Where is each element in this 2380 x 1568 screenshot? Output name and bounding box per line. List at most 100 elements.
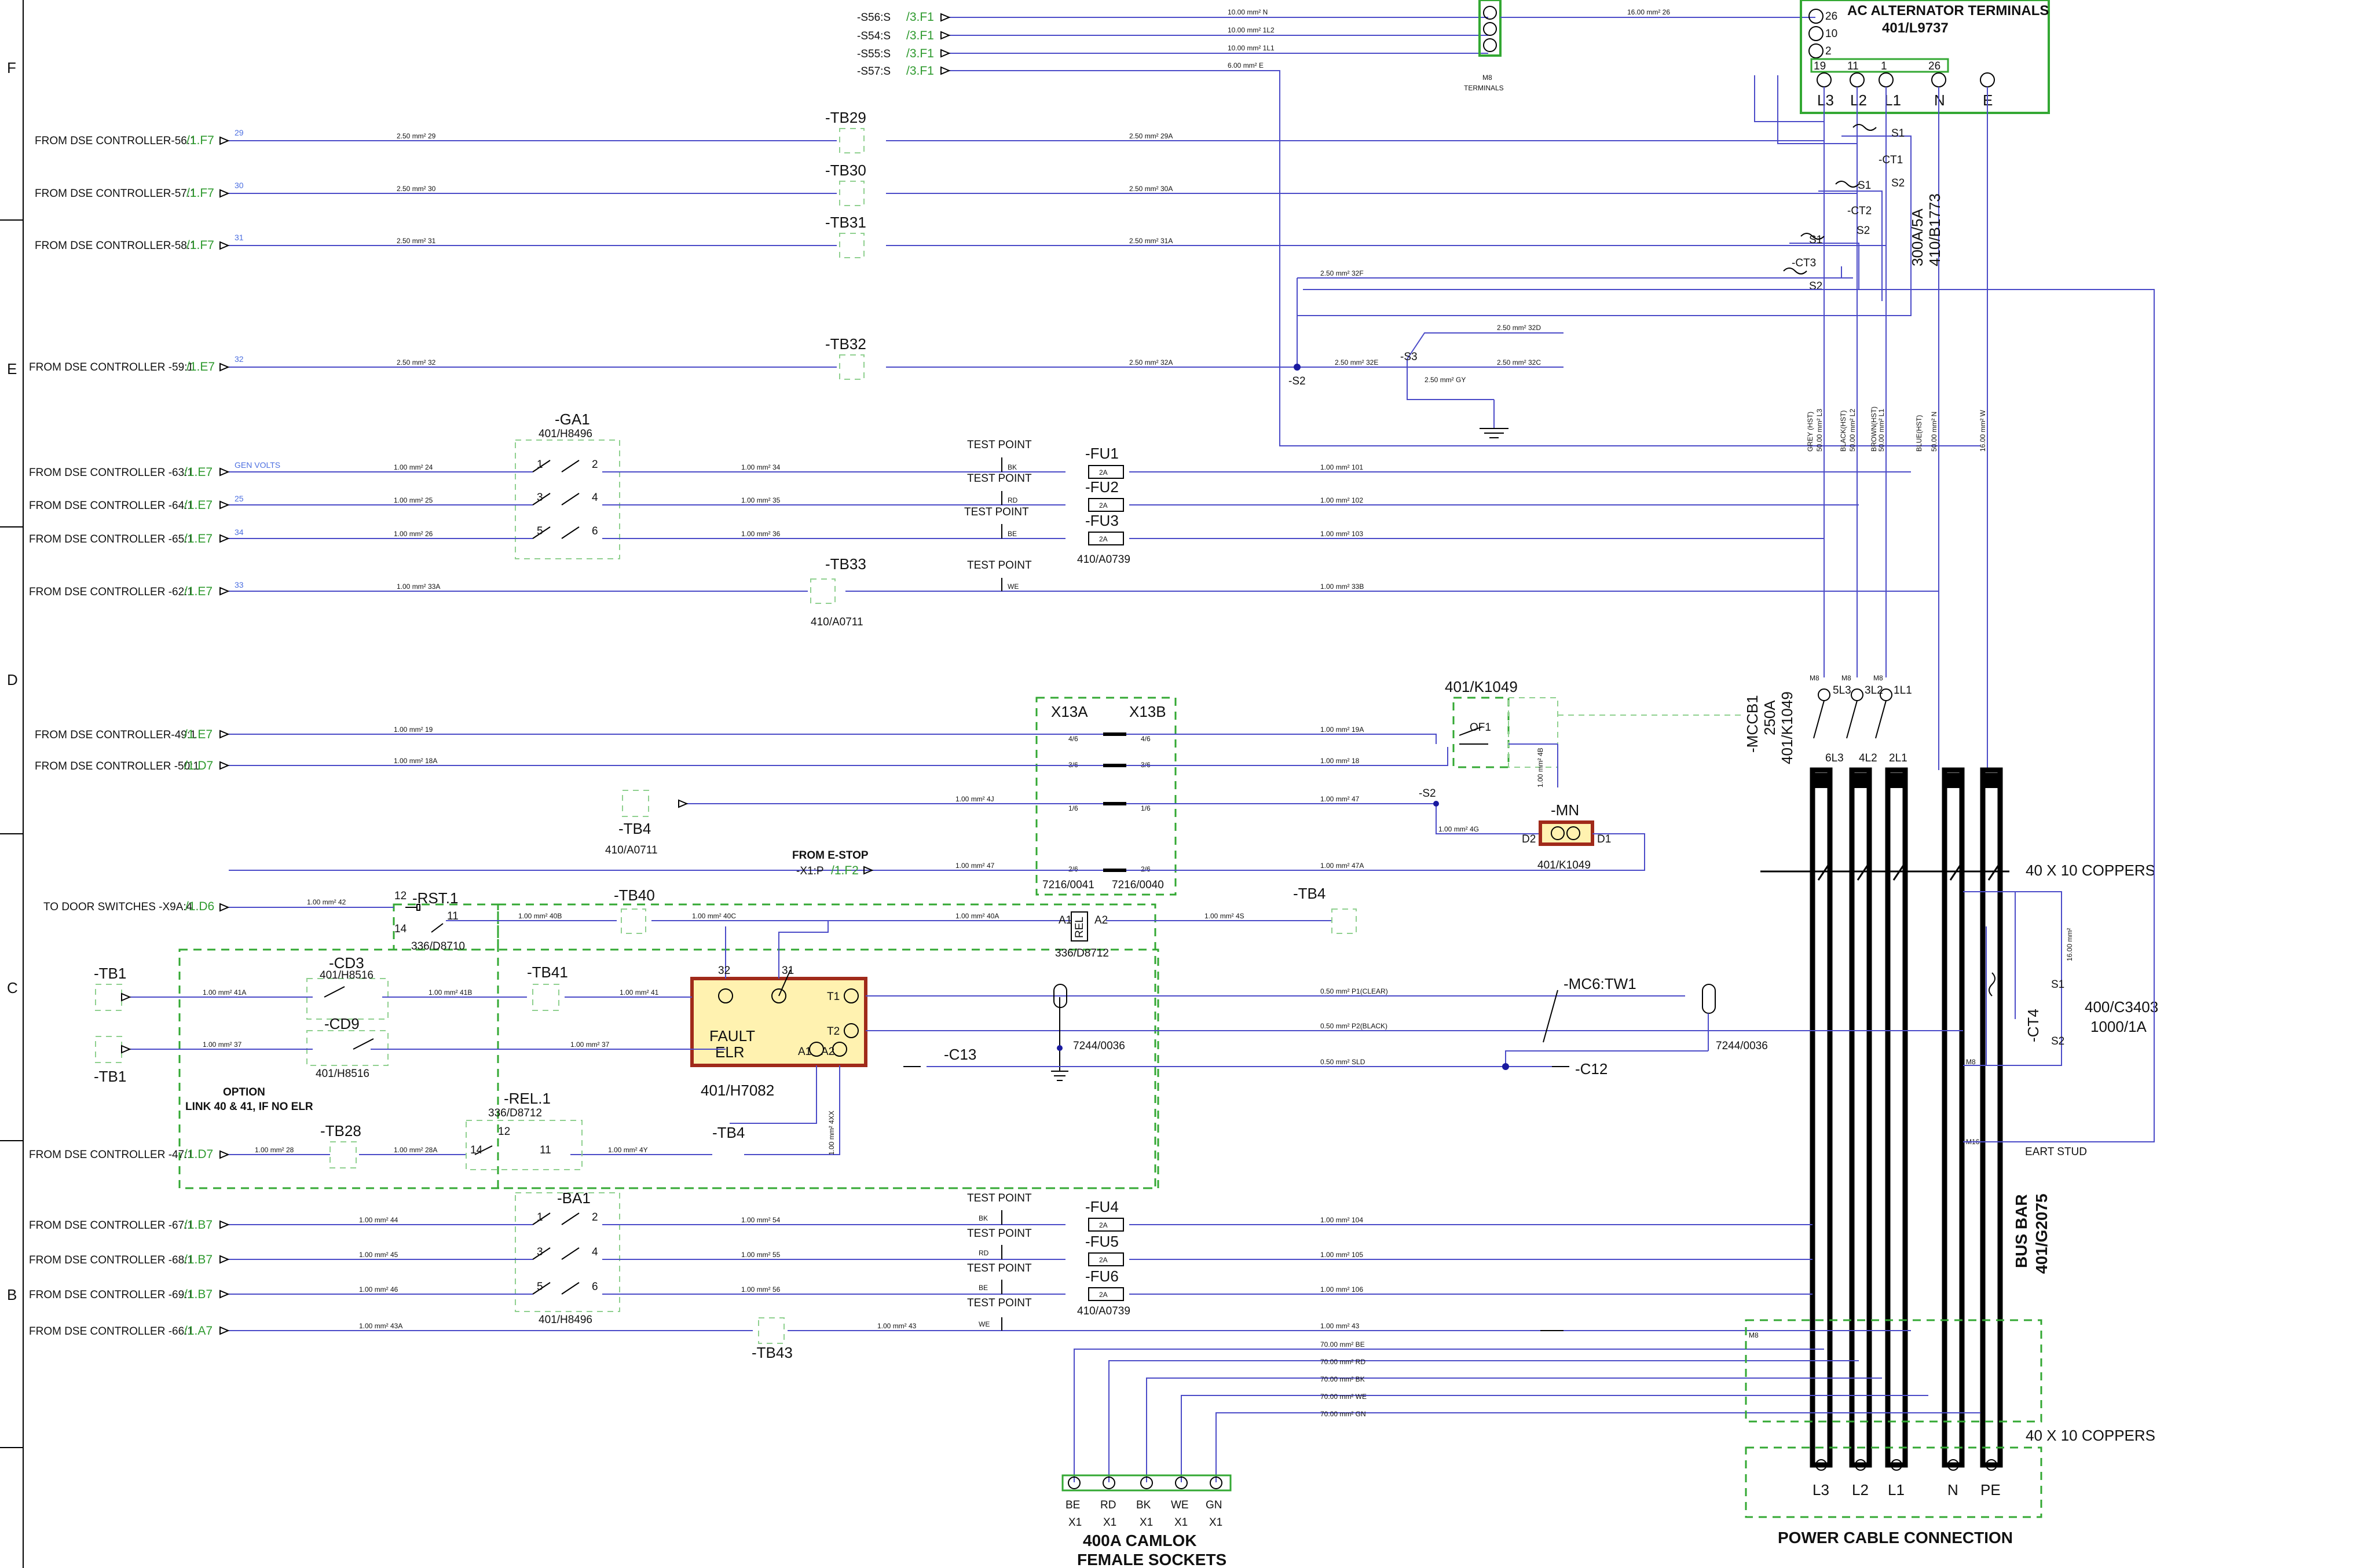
- terminal-number: 2: [1825, 45, 1832, 57]
- m8-stud: M8: [1749, 1331, 1759, 1339]
- ba1-label: -BA1: [557, 1189, 591, 1207]
- camlok-col: GN: [1206, 1499, 1222, 1511]
- test-point: TEST POINT: [964, 506, 1029, 518]
- camlok-col: BE: [1065, 1499, 1080, 1511]
- gen-row-ref: /1.E7: [184, 499, 213, 512]
- gen-row-mid: 1.00 mm² 34: [741, 463, 781, 471]
- ba1-row-mid: 1.00 mm² 56: [741, 1285, 781, 1294]
- zone-label: F: [7, 59, 16, 76]
- d-row-out: 1.00 mm² 19A: [1320, 726, 1364, 734]
- gen-row-spec: 1.00 mm² 24: [394, 463, 433, 471]
- ba1-rows: -BA1 401/H8496 FROM DSE CONTROLLER -67:1…: [29, 1189, 1911, 1361]
- fault-elr: 32 31 T1 T2 A1 A2 FAULT ELR 401/H7082 72…: [690, 921, 1963, 1124]
- fuse-label: -FU4: [1085, 1198, 1119, 1215]
- feeder-source: -S55:S: [857, 48, 891, 60]
- d-row-out: 1.00 mm² 18: [1320, 757, 1360, 765]
- riser-spec: 50.00 mm² N: [1930, 412, 1938, 452]
- ba1-row-mid: 1.00 mm² 54: [741, 1216, 781, 1224]
- dse-out: 2.50 mm² 31A: [1129, 237, 1173, 245]
- d-row-label: FROM DSE CONTROLLER -50:1: [35, 760, 199, 772]
- estop-ref: /1.F2: [831, 864, 859, 877]
- cable-label: -MC6:TW1: [1564, 975, 1636, 992]
- tb1-label: -TB1: [94, 1068, 126, 1085]
- dse-wire: 31: [235, 233, 244, 242]
- camlok-col: WE: [1171, 1499, 1189, 1511]
- contact-num: 3: [537, 492, 543, 504]
- riser-spec: 50.00 mm² L3: [1815, 409, 1824, 452]
- fuse-label: -FU1: [1085, 445, 1119, 462]
- feeder-source: -S56:S: [857, 12, 891, 24]
- ba1-row-color: WE: [979, 1320, 990, 1328]
- elr-terminal: A1: [798, 1046, 811, 1058]
- x13b-label: X13B: [1129, 703, 1166, 720]
- eart-stud: EART STUD: [2025, 1146, 2087, 1158]
- door-label: TO DOOR SWITCHES -X9A:4: [43, 901, 193, 913]
- rel1-label: -REL.1: [504, 1090, 551, 1107]
- camlok-x: X1: [1140, 1516, 1153, 1529]
- riser-spec: 50.00 mm² L2: [1848, 409, 1857, 452]
- gen-row-label: FROM DSE CONTROLLER -65:1: [29, 533, 193, 545]
- ct4-terminal: S2: [2051, 1035, 2064, 1047]
- ct-label: -CT1: [1879, 154, 1903, 166]
- wire-spec: 1.00 mm² 41A: [203, 988, 246, 997]
- power-cable: M8 L3 L2 L1 N PE POWER CABLE CONNECTION: [1745, 1319, 2042, 1547]
- terminal-block-label: -TB30: [825, 162, 866, 179]
- fuse-label: -FU5: [1085, 1233, 1119, 1250]
- wire-spec: 2.50 mm² 32F: [1320, 269, 1364, 277]
- option-note: OPTION: [223, 1086, 265, 1098]
- rel-label: REL: [1074, 917, 1086, 938]
- wire-spec: 2.50 mm² 32C: [1497, 358, 1541, 367]
- power-title: POWER CABLE CONNECTION: [1778, 1529, 2013, 1547]
- camlok-x: X1: [1174, 1516, 1188, 1529]
- terminal-number: 26: [1928, 60, 1940, 72]
- alternator-part: 401/L9737: [1882, 20, 1949, 36]
- m8-terminal-block: [1478, 0, 1502, 57]
- tb28-label: -TB28: [320, 1122, 361, 1140]
- ba1-row-label: FROM DSE CONTROLLER -68:1: [29, 1254, 193, 1266]
- test-point: TEST POINT: [967, 1228, 1032, 1240]
- mn-label: -MN: [1551, 801, 1579, 819]
- phase-label: N: [1934, 91, 1945, 109]
- tb4-right: -TB4: [1293, 885, 1326, 902]
- busbar-title: BUS BAR: [2012, 1194, 2030, 1268]
- wire-spec: 2.50 mm² GY: [1425, 376, 1466, 384]
- test-point: TEST POINT: [967, 1192, 1032, 1204]
- gen-row-color: WE: [1008, 582, 1019, 591]
- x13a-label: X13A: [1051, 703, 1088, 720]
- ct-block: S1 -CT1 S2 S1 -CT2 S2 S1 -CT3 S2 300A/5A…: [1297, 75, 1988, 770]
- feeder-ref: /3.F1: [906, 47, 934, 60]
- riser-label: BROWN(HST): [1870, 406, 1878, 452]
- terminal-number: 1: [1881, 60, 1887, 72]
- k1049-part: 401/K1049: [1445, 678, 1518, 695]
- ba1-row-label: FROM DSE CONTROLLER -66:1: [29, 1325, 193, 1338]
- phase-label: L2: [1850, 91, 1867, 109]
- terminal-number: 10: [1825, 28, 1837, 40]
- x13-pin: 1/6: [1141, 804, 1151, 812]
- contact-num: 5: [537, 525, 543, 537]
- x13-pin: 4/6: [1068, 735, 1078, 743]
- power-phase: L1: [1888, 1481, 1905, 1499]
- ct-terminal: S1: [1809, 234, 1822, 246]
- ba1-row-out: 1.00 mm² 104: [1320, 1216, 1363, 1224]
- cable-label: -C12: [1575, 1060, 1608, 1078]
- wire-spec: 1.00 mm² 42: [307, 898, 346, 906]
- ba1-row-ref: /1.A7: [184, 1324, 213, 1338]
- node-label: -S2: [1419, 787, 1436, 800]
- d-row-ref: /1.E7: [184, 728, 213, 741]
- gen-row-out: 1.00 mm² 103: [1320, 530, 1363, 538]
- ct4-part: 400/C3403: [2085, 998, 2158, 1016]
- wire-spec: 1.00 mm² 4XX: [827, 1111, 836, 1155]
- estop-spec: 1.00 mm² 47: [955, 862, 995, 870]
- d-row-ref: /1.D7: [184, 759, 213, 772]
- ct-terminal: S1: [1858, 179, 1871, 192]
- camlok-wire: 70.00 mm² GN: [1320, 1410, 1366, 1418]
- wire-spec: 1.00 mm² 4B: [1536, 748, 1544, 787]
- ba1-row-ref: /1.B7: [184, 1253, 213, 1266]
- mccb-part: 401/K1049: [1778, 691, 1796, 764]
- fuse-rating: 2A: [1099, 1291, 1108, 1299]
- ba1-part: 401/H8496: [539, 1314, 592, 1326]
- wire-spec: 1.00 mm² 4J: [955, 795, 994, 803]
- contact-num: 11: [540, 1144, 551, 1156]
- x13-pin: 2/6: [1068, 865, 1078, 873]
